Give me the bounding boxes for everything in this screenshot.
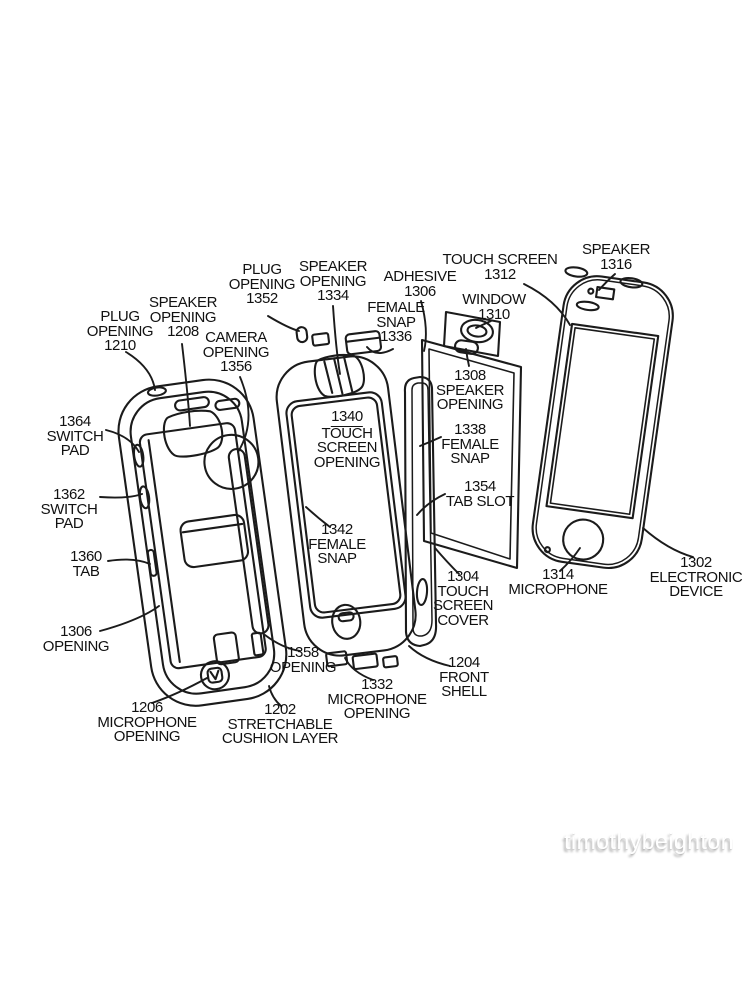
- label-1340-number: 1340: [331, 408, 363, 427]
- label-opening-1358: 1358 OPENING: [269, 644, 337, 676]
- touch-screen-cover-drawing: [420, 310, 523, 570]
- label-touch-screen-cover-1304: 1304 TOUCH SCREEN COVER: [432, 568, 494, 629]
- front-shell-side-strip-drawing: [403, 375, 438, 648]
- label-plug-opening-1210: PLUG OPENING 1210: [86, 308, 154, 354]
- label-microphone-opening-1206: 1206 MICROPHONE OPENING: [97, 699, 197, 745]
- label-speaker-opening-1208: SPEAKER OPENING 1208: [148, 294, 218, 340]
- label-adhesive-1306: ADHESIVE 1306: [383, 268, 457, 300]
- label-front-shell-1204: 1204 FRONT SHELL: [439, 654, 489, 700]
- cushion-layer-drawing: [117, 378, 288, 707]
- label-switch-pad-1364: 1364 SWITCH PAD: [46, 413, 104, 459]
- front-shell-drawing: [275, 326, 417, 671]
- label-opening-1306: 1306 OPENING: [42, 623, 110, 655]
- label-switch-pad-1362: 1362 SWITCH PAD: [40, 486, 98, 532]
- leader-lines: [99, 273, 694, 707]
- label-speaker-opening-1308: 1308 SPEAKER OPENING: [435, 367, 505, 413]
- label-plug-opening-1352: PLUG OPENING 1352: [228, 261, 296, 307]
- label-female-snap-1342: 1342 FEMALE SNAP: [308, 521, 366, 567]
- label-electronic-device-1302: 1302 ELECTRONIC DEVICE: [649, 554, 743, 600]
- label-camera-opening-1356: CAMERA OPENING 1356: [202, 329, 270, 375]
- label-female-snap-1338: 1338 FEMALE SNAP: [441, 421, 499, 467]
- label-microphone-opening-1332: 1332 MICROPHONE OPENING: [327, 676, 427, 722]
- label-tab-1360: 1360 TAB: [70, 548, 102, 580]
- label-female-snap-1336: FEMALE SNAP 1336: [367, 299, 425, 345]
- label-window-1310: WINDOW 1310: [462, 291, 526, 323]
- label-tab-slot-1354: 1354 TAB SLOT: [445, 478, 515, 510]
- label-speaker-opening-1334: SPEAKER OPENING 1334: [298, 258, 368, 304]
- watermark: timothybeighton: [564, 828, 734, 854]
- label-1340-text: TOUCH SCREEN OPENING: [313, 424, 381, 471]
- label-microphone-1314: 1314 MICROPHONE: [508, 566, 608, 598]
- label-stretchable-cushion-layer-1202: 1202 STRETCHABLE CUSHION LAYER: [221, 701, 339, 747]
- electronic-device-drawing: [531, 266, 674, 570]
- label-speaker-1316: SPEAKER 1316: [581, 241, 651, 273]
- label-touch-screen-1312: TOUCH SCREEN 1312: [442, 251, 558, 283]
